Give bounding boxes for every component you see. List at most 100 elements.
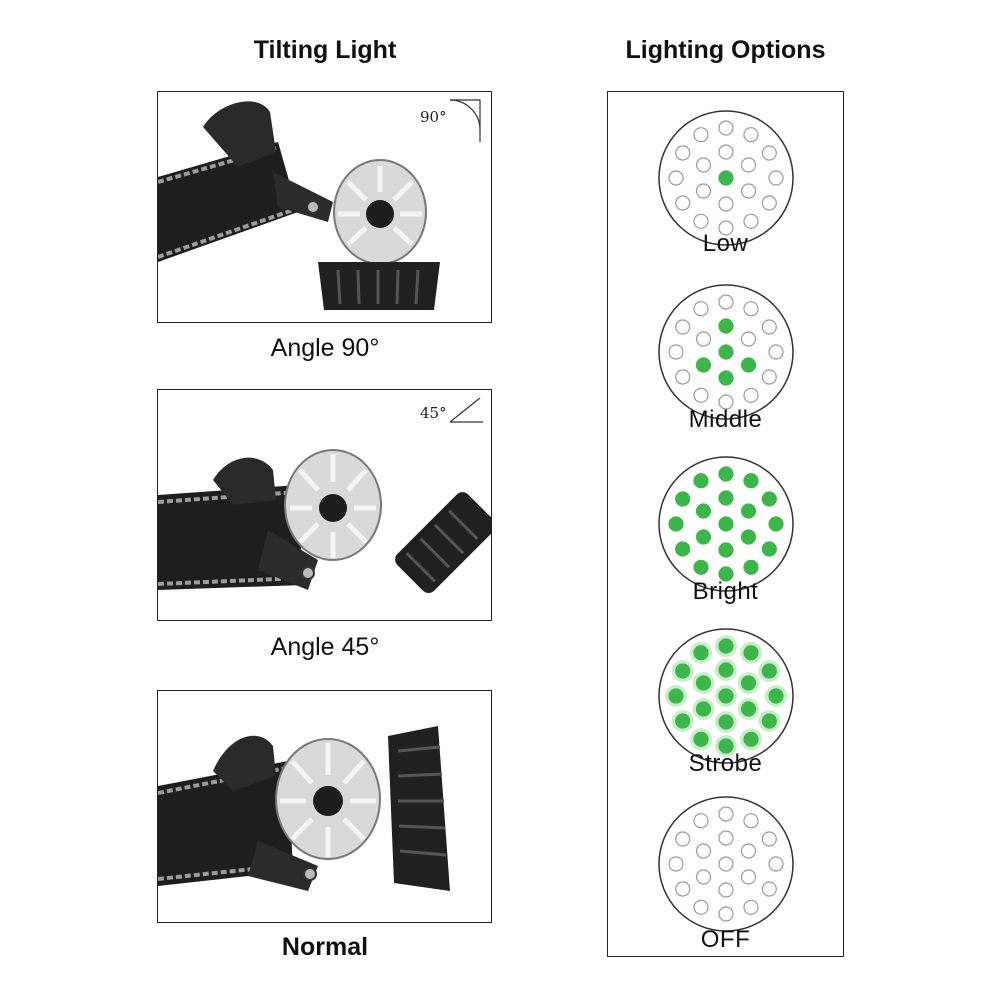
led-off — [761, 369, 777, 385]
led-on — [693, 473, 709, 489]
led-on — [740, 675, 757, 691]
led-on — [695, 503, 712, 519]
led-on — [740, 357, 757, 373]
led-on — [668, 688, 684, 704]
led-off — [718, 144, 734, 160]
led-off — [695, 331, 712, 347]
tilt-panel-90: 90° — [157, 91, 492, 323]
led-off — [743, 387, 759, 403]
led-on — [761, 541, 777, 557]
led-disc-off — [658, 796, 794, 932]
led-off — [693, 813, 709, 829]
led-off — [761, 831, 777, 847]
led-on — [718, 170, 734, 186]
led-off — [761, 145, 777, 161]
led-on — [675, 491, 691, 507]
led-on — [761, 663, 777, 679]
led-off — [675, 881, 691, 897]
led-off — [695, 157, 712, 173]
led-off — [718, 806, 734, 822]
led-disc-low — [658, 110, 794, 246]
option-label-strobe: Strobe — [688, 750, 763, 777]
led-off — [718, 856, 734, 872]
led-off — [718, 220, 734, 236]
led-on — [718, 370, 734, 386]
led-off — [675, 195, 691, 211]
option-label-middle: Middle — [688, 406, 763, 433]
led-off — [695, 869, 712, 885]
led-off — [743, 127, 759, 143]
led-disc-bright — [658, 456, 794, 592]
led-on — [695, 701, 712, 717]
option-label-bright: Bright — [692, 578, 759, 605]
led-on — [718, 662, 734, 678]
led-off — [695, 183, 712, 199]
led-off — [740, 843, 757, 859]
led-off — [768, 170, 784, 186]
led-on — [693, 559, 709, 575]
led-on — [761, 713, 777, 729]
led-off — [675, 319, 691, 335]
led-on — [718, 638, 734, 654]
led-on — [668, 516, 684, 532]
led-off — [718, 120, 734, 136]
option-label-off: OFF — [700, 926, 751, 953]
led-off — [768, 344, 784, 360]
led-on — [675, 541, 691, 557]
led-on — [675, 713, 691, 729]
led-on — [743, 731, 759, 747]
caption-angle-45: Angle 45° — [270, 633, 380, 661]
angle-mark-90: 90° — [420, 108, 447, 126]
led-off — [768, 856, 784, 872]
led-off — [743, 213, 759, 229]
led-on — [718, 490, 734, 506]
led-on — [695, 675, 712, 691]
led-off — [718, 196, 734, 212]
led-off — [668, 856, 684, 872]
caption-normal: Normal — [281, 933, 369, 961]
led-on — [675, 663, 691, 679]
option-label-low: Low — [702, 230, 749, 257]
angle-mark-45: 45° — [420, 404, 447, 422]
led-on — [743, 473, 759, 489]
led-on — [743, 645, 759, 661]
led-on — [693, 731, 709, 747]
led-on — [695, 357, 712, 373]
led-on — [718, 566, 734, 582]
tilt-panel-normal — [157, 690, 492, 923]
led-off — [761, 195, 777, 211]
led-off — [740, 157, 757, 173]
led-on — [768, 516, 784, 532]
led-off — [693, 387, 709, 403]
led-off — [718, 882, 734, 898]
led-on — [740, 701, 757, 717]
led-off — [718, 294, 734, 310]
led-on — [695, 529, 712, 545]
led-on — [718, 714, 734, 730]
led-off — [740, 331, 757, 347]
led-off — [695, 843, 712, 859]
tilting-light-heading: Tilting Light — [253, 36, 397, 64]
led-off — [761, 881, 777, 897]
led-off — [718, 830, 734, 846]
led-on — [768, 688, 784, 704]
led-off — [743, 899, 759, 915]
tilt-panel-45: 45° — [157, 389, 492, 621]
led-off — [718, 394, 734, 410]
led-off — [693, 127, 709, 143]
led-off — [740, 869, 757, 885]
led-on — [740, 503, 757, 519]
led-on — [693, 645, 709, 661]
lighting-options-panel: Low Middle Bright Strobe OFF — [607, 91, 844, 957]
led-off — [743, 301, 759, 317]
led-off — [693, 301, 709, 317]
led-on — [740, 529, 757, 545]
led-off — [743, 813, 759, 829]
led-on — [718, 738, 734, 754]
led-off — [761, 319, 777, 335]
led-on — [718, 344, 734, 360]
led-on — [718, 542, 734, 558]
led-off — [675, 831, 691, 847]
led-off — [718, 906, 734, 922]
led-off — [693, 213, 709, 229]
